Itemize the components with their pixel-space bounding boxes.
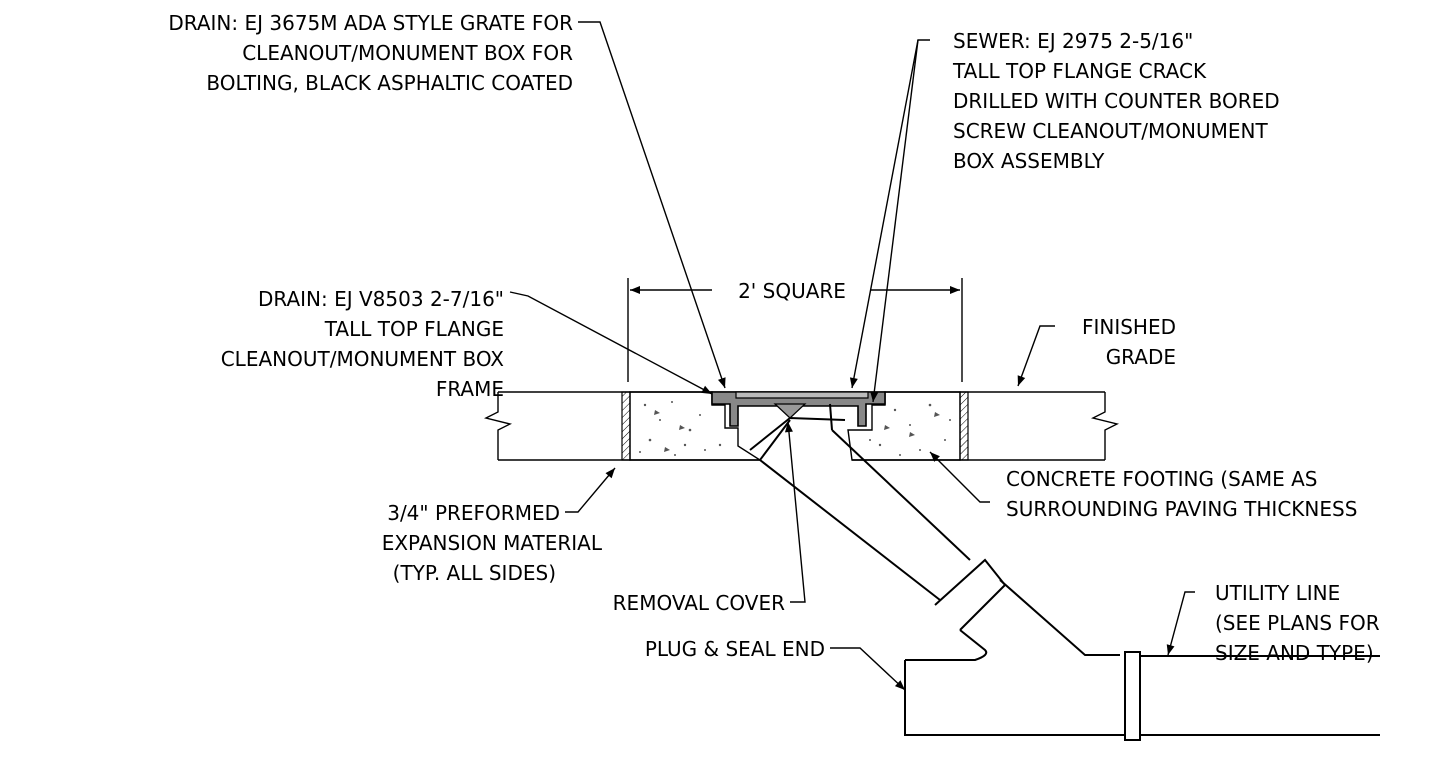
- label-expansion: 3/4" PREFORMED EXPANSION MATERIAL (TYP. …: [382, 501, 603, 585]
- expansion-material-right: [959, 391, 969, 461]
- label-plug-seal: PLUG & SEAL END: [645, 637, 825, 661]
- svg-text:SIZE AND TYPE): SIZE AND TYPE): [1215, 641, 1374, 665]
- svg-text:CLEANOUT/MONUMENT BOX: CLEANOUT/MONUMENT BOX: [221, 347, 505, 371]
- svg-text:DRILLED WITH COUNTER BORED: DRILLED WITH COUNTER BORED: [953, 89, 1280, 113]
- wye-fitting: [904, 629, 1141, 741]
- svg-text:SEWER: EJ 2975 2-5/16": SEWER: EJ 2975 2-5/16": [953, 29, 1193, 53]
- leaders: [509, 21, 1195, 691]
- svg-text:BOX ASSEMBLY: BOX ASSEMBLY: [953, 149, 1105, 173]
- svg-text:3/4" PREFORMED: 3/4" PREFORMED: [387, 501, 560, 525]
- dimension-label: 2' SQUARE: [738, 279, 846, 303]
- label-concrete-footing: CONCRETE FOOTING (SAME AS SURROUNDING PA…: [1006, 467, 1357, 521]
- svg-text:BOLTING, BLACK ASPHALTIC COATE: BOLTING, BLACK ASPHALTIC COATED: [206, 71, 573, 95]
- riser-pipe: [749, 403, 1120, 656]
- svg-text:CONCRETE FOOTING (SAME AS: CONCRETE FOOTING (SAME AS: [1006, 467, 1317, 491]
- svg-text:SCREW CLEANOUT/MONUMENT: SCREW CLEANOUT/MONUMENT: [953, 119, 1269, 143]
- svg-text:SURROUNDING PAVING THICKNESS: SURROUNDING PAVING THICKNESS: [1006, 497, 1357, 521]
- svg-text:EXPANSION MATERIAL: EXPANSION MATERIAL: [382, 531, 603, 555]
- label-drain-grate: DRAIN: EJ 3675M ADA STYLE GRATE FOR CLEA…: [168, 11, 573, 95]
- svg-text:CLEANOUT/MONUMENT BOX FOR: CLEANOUT/MONUMENT BOX FOR: [242, 41, 573, 65]
- svg-text:GRADE: GRADE: [1106, 345, 1176, 369]
- svg-text:(SEE PLANS FOR: (SEE PLANS FOR: [1215, 611, 1380, 635]
- svg-text:TALL TOP FLANGE CRACK: TALL TOP FLANGE CRACK: [952, 59, 1207, 83]
- dimension-2ft: [627, 278, 963, 382]
- label-removal-cover: REMOVAL COVER: [613, 591, 785, 615]
- svg-text:TALL TOP FLANGE: TALL TOP FLANGE: [324, 317, 504, 341]
- svg-text:DRAIN: EJ 3675M ADA STYLE GRAT: DRAIN: EJ 3675M ADA STYLE GRATE FOR: [168, 11, 573, 35]
- svg-text:FINISHED: FINISHED: [1082, 315, 1176, 339]
- utility-line-pipe: [1140, 655, 1380, 736]
- label-sewer: SEWER: EJ 2975 2-5/16" TALL TOP FLANGE C…: [952, 29, 1280, 173]
- label-utility-line: UTILITY LINE (SEE PLANS FOR SIZE AND TYP…: [1215, 581, 1380, 665]
- svg-text:UTILITY LINE: UTILITY LINE: [1215, 581, 1340, 605]
- expansion-material-left: [621, 391, 631, 461]
- label-finished-grade: FINISHED GRADE: [1082, 315, 1176, 369]
- svg-text:(TYP. ALL SIDES): (TYP. ALL SIDES): [393, 561, 556, 585]
- svg-text:DRAIN: EJ V8503 2-7/16": DRAIN: EJ V8503 2-7/16": [258, 287, 504, 311]
- label-drain-frame: DRAIN: EJ V8503 2-7/16" TALL TOP FLANGE …: [221, 287, 505, 401]
- cleanout-frame: [711, 391, 886, 427]
- svg-text:FRAME: FRAME: [436, 377, 504, 401]
